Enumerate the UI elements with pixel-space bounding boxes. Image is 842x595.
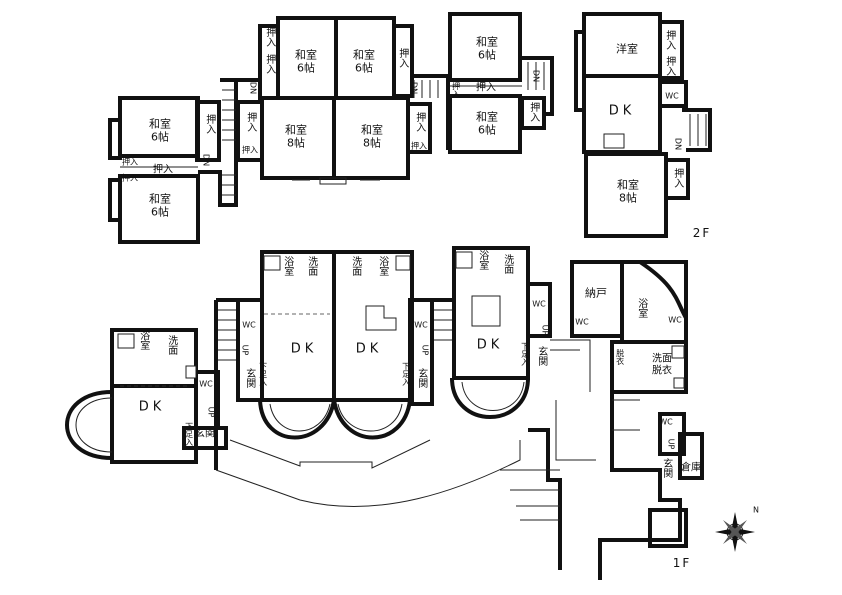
- changing-room-label: 脱衣: [615, 349, 625, 365]
- room-yoshitsu: 洋室: [616, 42, 638, 56]
- closet-label: 押入: [411, 141, 427, 151]
- closet-label: 押入: [153, 164, 173, 176]
- bathroom-label: 浴室: [137, 330, 149, 350]
- room-washitsu-6-e: 和室 6帖: [476, 35, 498, 61]
- stair-up-label: UP: [420, 344, 430, 356]
- toilet-wc-label: WC: [199, 379, 213, 389]
- entrance-label: 玄関: [535, 346, 547, 366]
- second-floor-walls: [108, 12, 712, 244]
- room-washitsu-6-f: 和室 6帖: [476, 110, 498, 136]
- washroom-label: 洗面: [501, 254, 513, 274]
- closet-label: 押入: [663, 56, 675, 76]
- room-dk-1f-a: DK: [138, 399, 166, 415]
- toilet-wc-label: WC: [532, 299, 546, 309]
- room-washitsu-6-a: 和室 6帖: [149, 117, 171, 143]
- toilet-wc-label: WC: [659, 417, 673, 427]
- room-washitsu-6-c: 和室 6帖: [295, 48, 317, 74]
- washroom-label: 洗面: [165, 335, 177, 355]
- shoe-cabinet-label: 下足入: [258, 362, 268, 386]
- shoe-cabinet-label: 下足入: [520, 342, 530, 366]
- closet-label: 押入: [451, 82, 461, 98]
- toilet-wc-label: WC: [668, 315, 682, 325]
- bathroom-label: 浴室: [376, 256, 388, 276]
- closet-label: 押入: [203, 114, 215, 134]
- washroom-label: 洗面: [349, 256, 361, 276]
- toilet-wc-label: WC: [242, 320, 256, 330]
- closet-label: 押入: [527, 102, 539, 122]
- floor-label-2f: 2F: [692, 226, 712, 241]
- stair-dn-label: DN: [409, 81, 419, 95]
- compass-north-label: N: [753, 505, 759, 515]
- stair-up-label: UP: [206, 406, 216, 418]
- room-washitsu-8-b: 和室 8帖: [361, 123, 383, 149]
- toilet-wc-label: WC: [665, 91, 679, 101]
- stair-up-label: UP: [540, 324, 550, 336]
- washroom-changing-label: 洗面 脱衣: [652, 353, 672, 377]
- stair-up-label: UP: [240, 344, 250, 356]
- closet-label: 押入: [263, 54, 275, 74]
- entrance-label: 玄関: [243, 368, 255, 388]
- closet-label: 押入: [671, 168, 683, 188]
- room-dk-1f-c: DK: [355, 341, 383, 357]
- room-dk-2f: DK: [608, 103, 636, 119]
- room-washitsu-8-a: 和室 8帖: [285, 123, 307, 149]
- stair-dn-label: DN: [201, 153, 211, 167]
- washroom-label: 洗面: [305, 256, 317, 276]
- closet-label: 押入: [396, 48, 408, 68]
- closet-label: 押入: [244, 112, 256, 132]
- closet-label: 押入: [122, 157, 138, 167]
- entrance-label: 玄関: [195, 428, 215, 440]
- stair-dn-label: DN: [673, 137, 683, 151]
- room-washitsu-6-b: 和室 6帖: [149, 192, 171, 218]
- closet-label: 押入: [663, 30, 675, 50]
- closet-label: 押入: [242, 145, 258, 155]
- stair-dn-label: DN: [531, 69, 541, 83]
- warehouse-label: 倉庫: [681, 462, 701, 474]
- shoe-cabinet-label: 下足入: [184, 422, 194, 446]
- floor-label-1f: 1F: [672, 556, 692, 571]
- stair-dn-label: DN: [248, 81, 258, 95]
- room-washitsu-8-c: 和室 8帖: [617, 178, 639, 204]
- bathroom-label: 浴室: [635, 298, 647, 318]
- compass-rose: [715, 512, 755, 552]
- entrance-label: 玄関: [660, 458, 672, 478]
- bathroom-label: 浴室: [476, 250, 488, 270]
- closet-label: 押入: [122, 173, 138, 183]
- closet-label: 押入: [413, 112, 425, 132]
- shoe-cabinet-label: 下足入: [401, 362, 411, 386]
- entrance-label: 玄関: [415, 368, 427, 388]
- room-washitsu-6-d: 和室 6帖: [353, 48, 375, 74]
- stair-up-label: UP: [666, 438, 676, 450]
- bathroom-label: 浴室: [281, 256, 293, 276]
- toilet-wc-label: WC: [575, 317, 589, 327]
- toilet-wc-label: WC: [414, 320, 428, 330]
- storage-room-label: 納戸: [585, 286, 607, 300]
- room-dk-1f-d: DK: [476, 337, 504, 353]
- first-floor-walls: [65, 246, 704, 580]
- closet-label: 押入: [476, 82, 496, 94]
- closet-label: 押入: [263, 27, 275, 47]
- room-dk-1f-b: DK: [290, 341, 318, 357]
